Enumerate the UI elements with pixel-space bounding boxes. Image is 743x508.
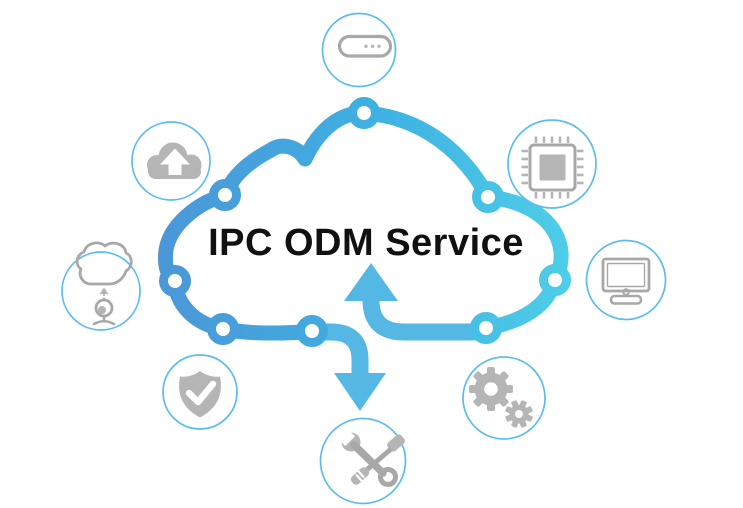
satellite-circle-left: [61, 251, 141, 331]
down-arrow: [316, 323, 386, 411]
cloud-nodes: [159, 97, 571, 347]
satellite-device: [321, 12, 397, 88]
down-arrow-tail: [316, 323, 369, 374]
shield-check-icon: [179, 371, 221, 418]
cpu-pins: [521, 136, 584, 199]
satellite-camera-to-cloud: [61, 241, 141, 331]
screwdriver: [350, 434, 405, 485]
satellite-circle-right: [585, 239, 667, 321]
cloud-node-bottom-right: [470, 312, 502, 344]
page-title: IPC ODM Service: [208, 222, 524, 264]
cloud-node-bottom-left: [207, 313, 239, 345]
gears-icon: [469, 367, 533, 428]
monitor-icon: [601, 257, 651, 305]
satellite-maintenance: [319, 417, 407, 505]
cloud-node-upper-right: [472, 181, 504, 213]
dvr-device-icon: [337, 34, 393, 58]
satellite-settings: [462, 356, 546, 440]
down-arrow-head: [334, 373, 386, 411]
wrench: [338, 429, 398, 487]
up-arrow: [344, 263, 482, 341]
satellite-circle-top: [321, 12, 397, 88]
satellite-monitor: [585, 239, 667, 321]
webcam-cloud-icon: [75, 241, 133, 326]
big-gear: [469, 367, 513, 411]
satellite-security: [162, 354, 238, 430]
cloud-node-left: [159, 265, 191, 297]
cloud-upload-icon: [147, 142, 202, 179]
cpu-chip-icon: [521, 136, 584, 199]
cloud-node-bottom-mid: [296, 315, 328, 347]
tools-icon: [338, 429, 405, 487]
cloud-node-upper-left: [209, 179, 241, 211]
satellite-cpu: [507, 119, 597, 209]
up-arrow-tail: [362, 299, 482, 341]
up-arrow-head: [344, 263, 398, 301]
small-gear: [505, 400, 533, 428]
satellite-cloud-upload: [131, 121, 211, 201]
cloud-node-top: [348, 97, 380, 129]
cloud-node-right: [539, 264, 571, 296]
satellite-circle-bottom: [319, 417, 407, 505]
